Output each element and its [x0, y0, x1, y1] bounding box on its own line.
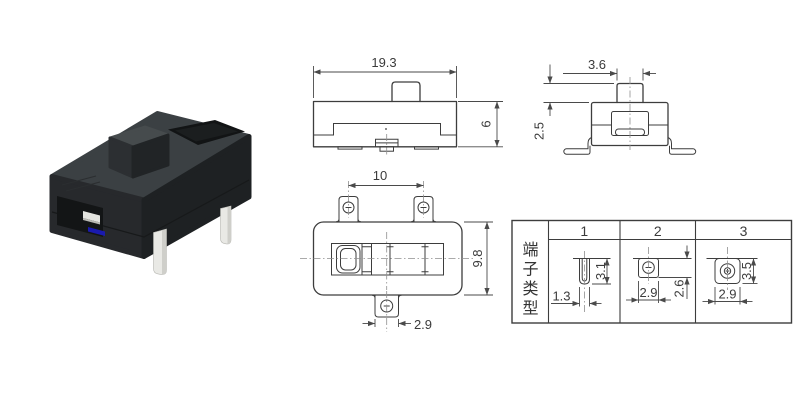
iso-front-terminal-white — [83, 211, 100, 223]
type2-width-dim-text: 2.9 — [639, 285, 657, 300]
iso-body-side-face — [141, 134, 252, 259]
terminal-type-table: 端 子 类 型 1 2 3 3.1 1.3 — [511, 219, 793, 324]
side-leg-left — [563, 137, 592, 155]
top-slot-tabs — [362, 246, 429, 273]
iso-knob-side-face — [131, 133, 170, 179]
table-header-3: 3 — [740, 223, 748, 239]
top-terminal-width-dim-text: 2.9 — [414, 317, 432, 332]
type3-width-dim-text: 2.9 — [718, 287, 736, 302]
table-row-label: 端 子 类 型 — [522, 241, 538, 318]
side-knob-width-dim-text: 3.6 — [588, 57, 606, 72]
front-body-outline — [312, 100, 458, 148]
front-base-step — [313, 123, 457, 136]
top-slider-outer — [336, 245, 361, 274]
table-cell-type-3: 3.5 2.9 — [702, 247, 758, 305]
top-view: 10 9.8 2.9 — [300, 168, 493, 332]
table-header-2: 2 — [654, 223, 662, 239]
iso-pin-right-shade — [227, 206, 231, 245]
table-header-1: 1 — [580, 223, 588, 239]
row-label-char-1: 端 — [522, 241, 538, 259]
table-column-lines — [547, 220, 697, 323]
front-foot-pad-left — [337, 146, 363, 150]
table-cell-type-2: 2.6 2.9 — [626, 245, 692, 303]
front-knob-outline — [391, 81, 421, 103]
front-center-mark — [385, 128, 387, 130]
front-width-dim-text: 19.3 — [371, 55, 396, 70]
iso-view — [49, 111, 252, 275]
front-height-dim-text: 6 — [479, 120, 494, 127]
type3-height-dim-text: 3.5 — [739, 262, 754, 280]
top-slot-outline — [331, 243, 444, 276]
side-knob-height-dim-text: 2.5 — [532, 122, 547, 140]
top-depth-dim-text: 9.8 — [470, 249, 485, 267]
iso-slot-floor — [175, 123, 238, 142]
front-view: 19.3 6 — [312, 55, 503, 157]
front-width-ext-lines — [313, 66, 457, 98]
iso-front-opening — [57, 196, 103, 237]
side-knob-height-ext-lines — [543, 83, 614, 103]
top-bottom-terminal — [371, 294, 402, 318]
type1-height-dim-text: 3.1 — [593, 262, 608, 280]
type2-height-dim-text: 2.6 — [672, 279, 687, 297]
row-label-char-4: 型 — [522, 300, 538, 318]
front-foot-pad-right — [414, 146, 439, 150]
top-slot-dividers — [361, 243, 426, 275]
table-cell-type-1: 3.1 1.3 — [551, 251, 611, 312]
iso-top-grooves — [61, 175, 101, 192]
iso-front-terminal-shadow — [83, 218, 100, 225]
row-label-char-2: 子 — [522, 261, 538, 279]
iso-pin-left-shade — [162, 229, 167, 275]
row-label-char-3: 类 — [522, 280, 538, 298]
top-spacing-dim-text: 10 — [373, 168, 387, 183]
iso-blue-part — [88, 227, 105, 236]
side-leg-right — [667, 137, 697, 155]
top-slider-inner — [340, 248, 357, 271]
table-outer-border — [511, 219, 793, 324]
type1-width-dim-text: 1.3 — [552, 289, 570, 304]
side-view: 3.6 2.5 — [532, 57, 697, 155]
top-bottom-terminal-hole — [380, 299, 394, 313]
